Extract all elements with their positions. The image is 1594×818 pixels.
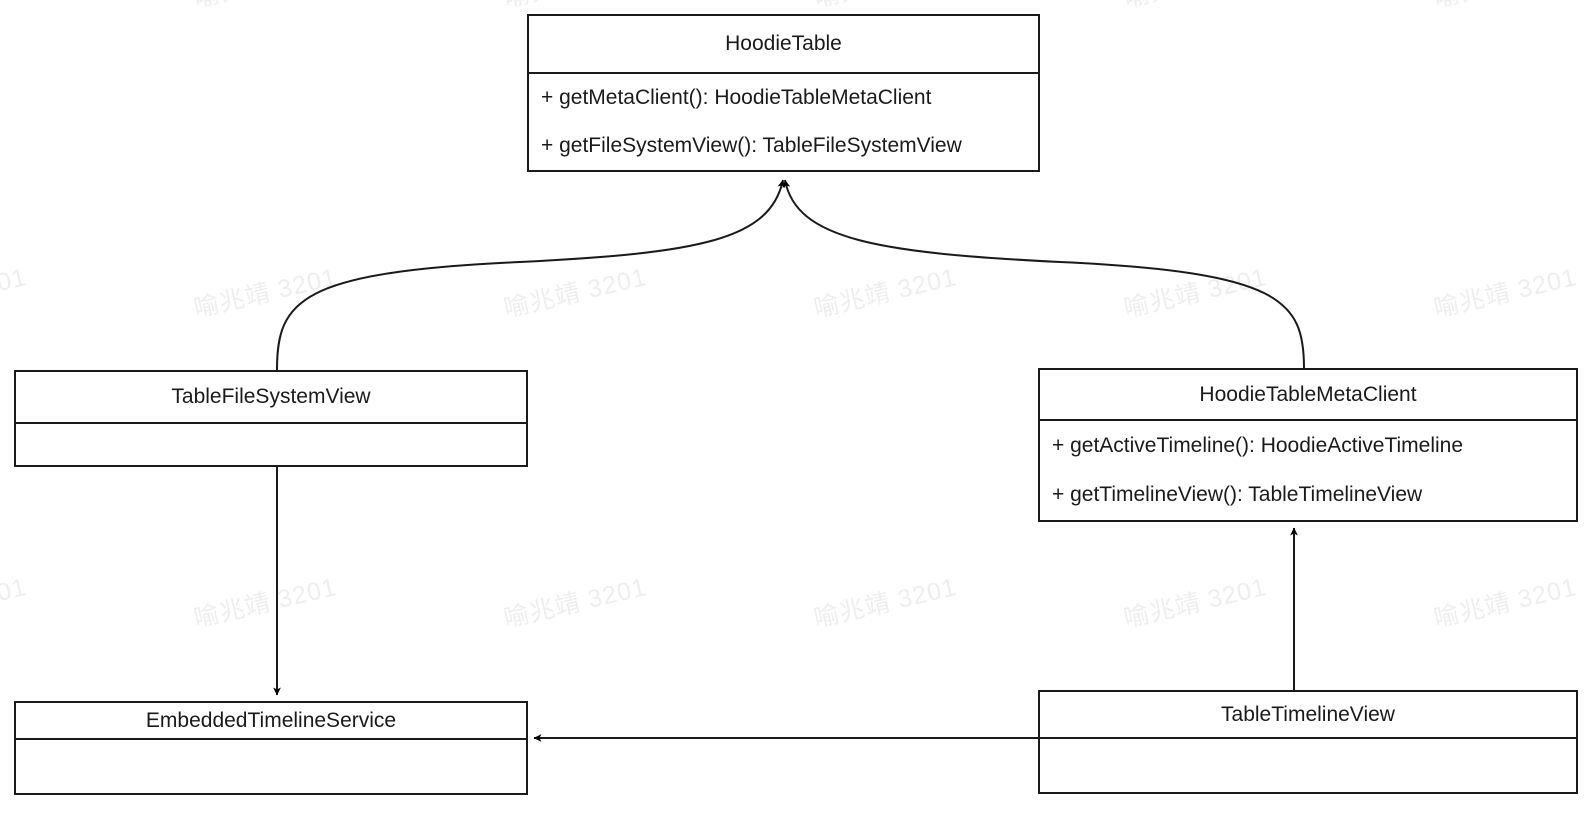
watermark-text: 喻兆靖 3201	[0, 0, 30, 15]
class-name-table-timeline-view: TableTimelineView	[1040, 692, 1576, 739]
connector-metaclient-to-hoodietable	[782, 179, 1305, 369]
watermark-text: 喻兆靖 3201	[1431, 573, 1580, 634]
watermark-text: 喻兆靖 3201	[0, 573, 30, 633]
watermark-text: 喻兆靖 3201	[811, 573, 960, 634]
watermark-text: 喻兆靖 3201	[1431, 263, 1580, 324]
class-body-hoodie-table: + getMetaClient(): HoodieTableMetaClient…	[529, 74, 1038, 170]
watermark-text: 喻兆靖 3201	[501, 573, 650, 634]
watermark-text: 喻兆靖 3201	[810, 0, 960, 15]
class-body-embedded-timeline-service	[16, 740, 526, 793]
class-body-table-file-system-view	[16, 424, 526, 465]
watermark-text: 喻兆靖 3201	[500, 0, 650, 15]
class-body-hoodie-table-meta-client: + getActiveTimeline(): HoodieActiveTimel…	[1040, 421, 1576, 520]
uml-class-table-file-system-view[interactable]: TableFileSystemView	[14, 370, 528, 467]
uml-class-hoodie-table[interactable]: HoodieTable + getMetaClient(): HoodieTab…	[527, 14, 1040, 172]
uml-class-embedded-timeline-service[interactable]: EmbeddedTimelineService	[14, 701, 528, 795]
class-member: + getTimelineView(): TableTimelineView	[1052, 483, 1423, 507]
watermark-text: 喻兆靖 3201	[1121, 263, 1270, 324]
watermark-text: 喻兆靖 3201	[191, 263, 340, 324]
watermark-text: 喻兆靖 3201	[191, 573, 340, 634]
connector-fsview-to-hoodietable	[276, 179, 786, 371]
class-name-hoodie-table-meta-client: HoodieTableMetaClient	[1040, 370, 1576, 421]
class-member: + getMetaClient(): HoodieTableMetaClient	[541, 86, 932, 109]
watermark-text: 喻兆靖 3201	[190, 0, 340, 15]
watermark-text: 喻兆靖 3201	[811, 263, 960, 324]
class-member: + getActiveTimeline(): HoodieActiveTimel…	[1052, 433, 1464, 457]
class-member: + getFileSystemView(): TableFileSystemVi…	[541, 134, 962, 157]
watermark-text: 喻兆靖 3201	[1121, 573, 1270, 634]
watermark-text: 喻兆靖 3201	[501, 263, 650, 324]
watermark-text: 喻兆靖 3201	[1120, 0, 1270, 15]
class-name-hoodie-table: HoodieTable	[529, 16, 1038, 74]
class-name-embedded-timeline-service: EmbeddedTimelineService	[16, 703, 526, 740]
uml-class-hoodie-table-meta-client[interactable]: HoodieTableMetaClient + getActiveTimelin…	[1038, 368, 1578, 522]
uml-class-table-timeline-view[interactable]: TableTimelineView	[1038, 690, 1578, 794]
class-name-table-file-system-view: TableFileSystemView	[16, 372, 526, 424]
watermark-text: 喻兆靖 3201	[0, 263, 30, 323]
class-body-table-timeline-view	[1040, 739, 1576, 792]
watermark-text: 喻兆靖 3201	[1430, 0, 1580, 15]
